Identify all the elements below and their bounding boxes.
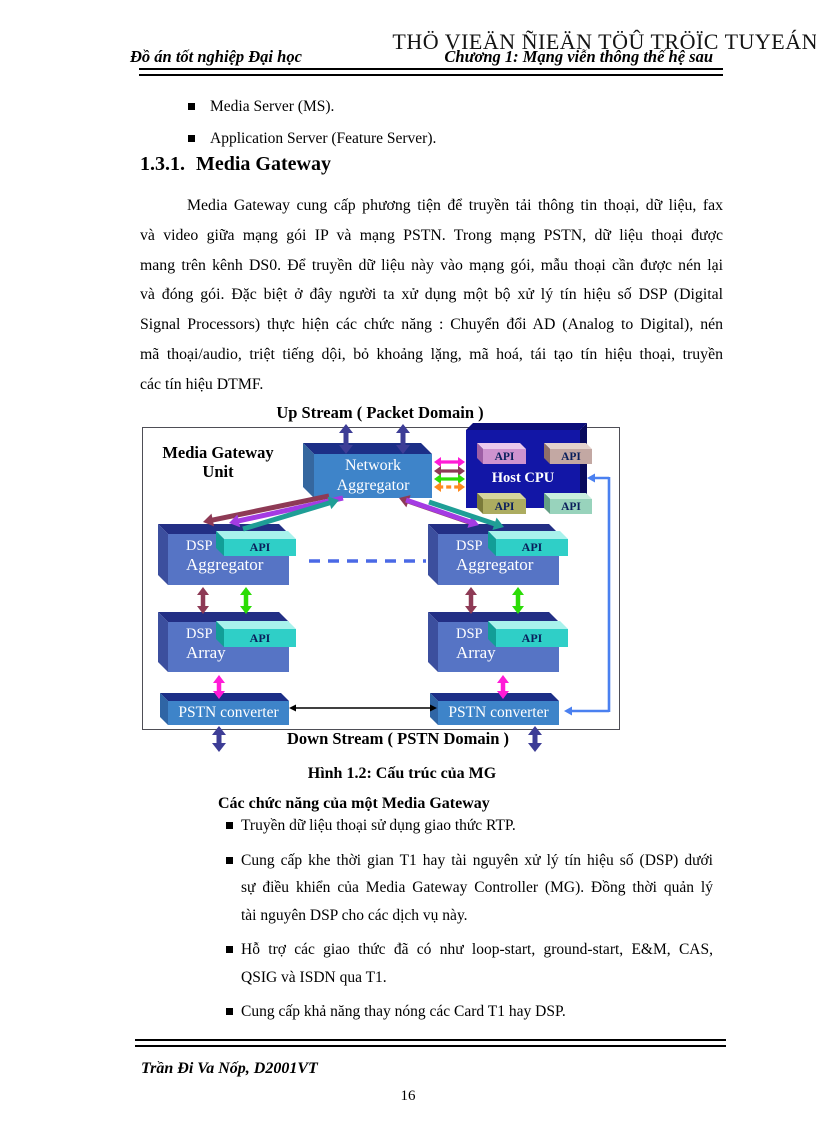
api-box-pink: API [483,449,526,464]
body-paragraph: Media Gateway cung cấp phương tiện để tr… [140,191,723,400]
figure-upstream-label: Up Stream ( Packet Domain ) [276,403,484,422]
bullet-square-icon [188,135,195,142]
bullet-square-icon [226,946,233,953]
bullet-square-icon [226,856,233,864]
list-item-text: Media Server (MS). [210,98,335,115]
list-item: Media Server (MS). [188,94,618,120]
paragraph-line: mang trên kênh DS0. Để truyền dữ liệu nà… [140,256,723,274]
header-left: Đồ án tốt nghiệp Đại học [130,47,302,66]
list-item: Application Server (Feature Server). [188,126,618,152]
bullet-square-icon [188,103,195,110]
dsp-aggregator-box-left: DSP Aggregator [168,534,289,585]
figure-caption: Hình 1.2: Cấu trúc của MG [307,765,497,782]
bullet-square-icon [226,1008,233,1015]
list-item-text: Application Server (Feature Server). [210,130,437,147]
api-box-olive: API [483,499,526,514]
pstn-converter-box-right: PSTN converter [438,701,559,725]
pstn-converter-box-left: PSTN converter [168,701,289,725]
list-item-text: tài nguyên DSP cho các dịch vụ này. [241,906,468,924]
header-right: Chương 1: Mạng viễn thông thế hệ sau [444,47,713,66]
list-item-text: sự điều khiển của Media Gateway Controll… [241,879,713,896]
list-item: Cung cấp khả năng thay nóng các Card T1 … [226,998,713,1026]
list-item-text: QSIG và ISDN qua T1. [241,968,387,986]
header-rule [139,68,723,76]
section-title: Media Gateway [196,153,331,175]
intro-bullet-list: Media Server (MS). Application Server (F… [188,94,618,158]
api-box: API [224,539,296,556]
section-number: 1.3.1. [140,153,185,175]
functions-heading: Các chức năng của một Media Gateway [218,795,490,812]
api-box: API [224,629,296,647]
paragraph-line: và đóng gói. Đặc biệt ở đây người ta xử … [140,286,723,304]
host-cpu-label: Host CPU [491,470,555,486]
list-item: Truyền dữ liệu thoại sử dụng giao thức R… [226,812,713,840]
paragraph-line: mã thoại/audio, triệt tiếng dội, bỏ khoả… [140,345,723,363]
paragraph-line: các tín hiệu DTMF. [140,375,264,393]
paragraph-line: Media Gateway cung cấp phương tiện để tr… [187,197,723,214]
api-box-tan: API [550,449,592,464]
footer-rule [135,1039,726,1047]
figure-downstream-label: Down Stream ( PSTN Domain ) [287,729,509,748]
list-item: Cung cấp khe thời gian T1 hay tài nguyên… [226,847,713,930]
network-aggregator-box: Network Aggregator [314,454,432,498]
paragraph-line: Signal Processors) thực hiện các chức nă… [140,316,723,334]
api-box: API [496,629,568,647]
paragraph-line: và video giữa mạng gói IP và mạng PSTN. … [140,226,723,244]
api-box-teal: API [550,499,592,514]
page-number: 16 [400,1088,416,1104]
list-item-text: Cung cấp khe thời gian T1 hay tài nguyên… [241,851,713,869]
figure-media-gateway-diagram: Media Gateway Unit Network Aggregator Ho… [142,424,620,752]
api-box: API [496,539,568,556]
section-heading: 1.3.1. Media Gateway [140,153,331,176]
footer-author: Trần Đi Va Nốp, D2001VT [141,1060,318,1077]
bullet-square-icon [226,822,233,829]
list-item-text: Truyền dữ liệu thoại sử dụng giao thức R… [241,817,516,834]
functions-bullet-list: Truyền dữ liệu thoại sử dụng giao thức R… [226,812,713,1033]
media-gateway-unit-label: Media Gateway Unit [162,443,274,481]
watermark: THÖ VIEÄN ÑIEÄN TÖÛ TRÖÏC TUYEÁN [392,29,816,54]
dsp-array-box-left: DSP Array [168,622,289,672]
list-item-text: Hỗ trợ các giao thức đã có như loop-star… [241,941,713,958]
list-item-text: Cung cấp khả năng thay nóng các Card T1 … [241,1003,566,1020]
list-item: Hỗ trợ các giao thức đã có như loop-star… [226,936,713,991]
